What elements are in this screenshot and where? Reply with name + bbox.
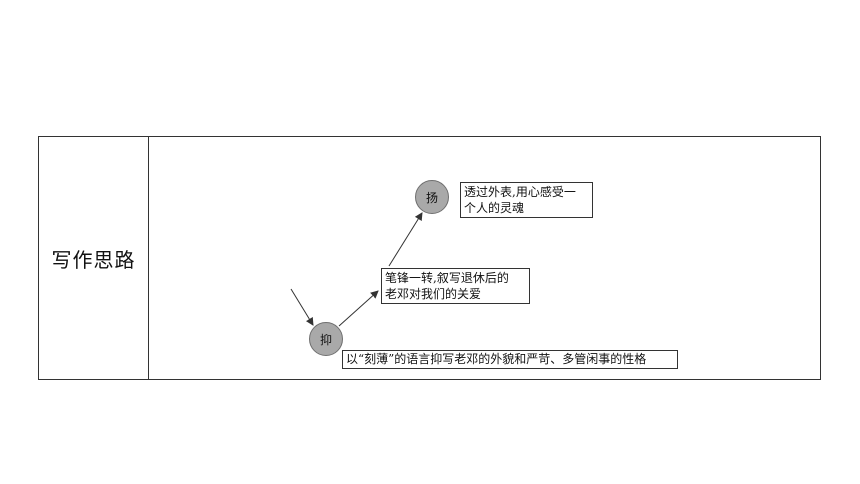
box-top-line-1: 透过外表,用心感受一 xyxy=(464,185,576,199)
node-yi-label: 抑 xyxy=(319,332,332,347)
box-bottom-line-1: 以“刻薄”的语言抑写老邓的外貌和严苛、多管闲事的性格 xyxy=(346,352,647,366)
box-middle-line-1: 笔锋一转,叙写退休后的 xyxy=(385,271,509,285)
box-middle: 笔锋一转,叙写退休后的 老邓对我们的关爱 xyxy=(381,268,530,304)
arrow-middle-to-yang xyxy=(388,212,423,267)
writing-approach-table: 写作思路 xyxy=(38,136,821,380)
arrow-yi-to-middle xyxy=(338,290,379,327)
node-yang: 扬 xyxy=(415,180,449,214)
row-label: 写作思路 xyxy=(51,247,136,272)
box-top-line-2: 个人的灵魂 xyxy=(464,201,525,215)
box-top: 透过外表,用心感受一 个人的灵魂 xyxy=(460,182,593,218)
node-yi: 抑 xyxy=(309,322,343,356)
incoming-arrow xyxy=(290,288,314,326)
row-label-cell: 写作思路 xyxy=(39,137,149,379)
box-middle-line-2: 老邓对我们的关爱 xyxy=(385,287,482,301)
node-yang-label: 扬 xyxy=(425,190,438,205)
box-bottom: 以“刻薄”的语言抑写老邓的外貌和严苛、多管闲事的性格 xyxy=(342,350,678,369)
